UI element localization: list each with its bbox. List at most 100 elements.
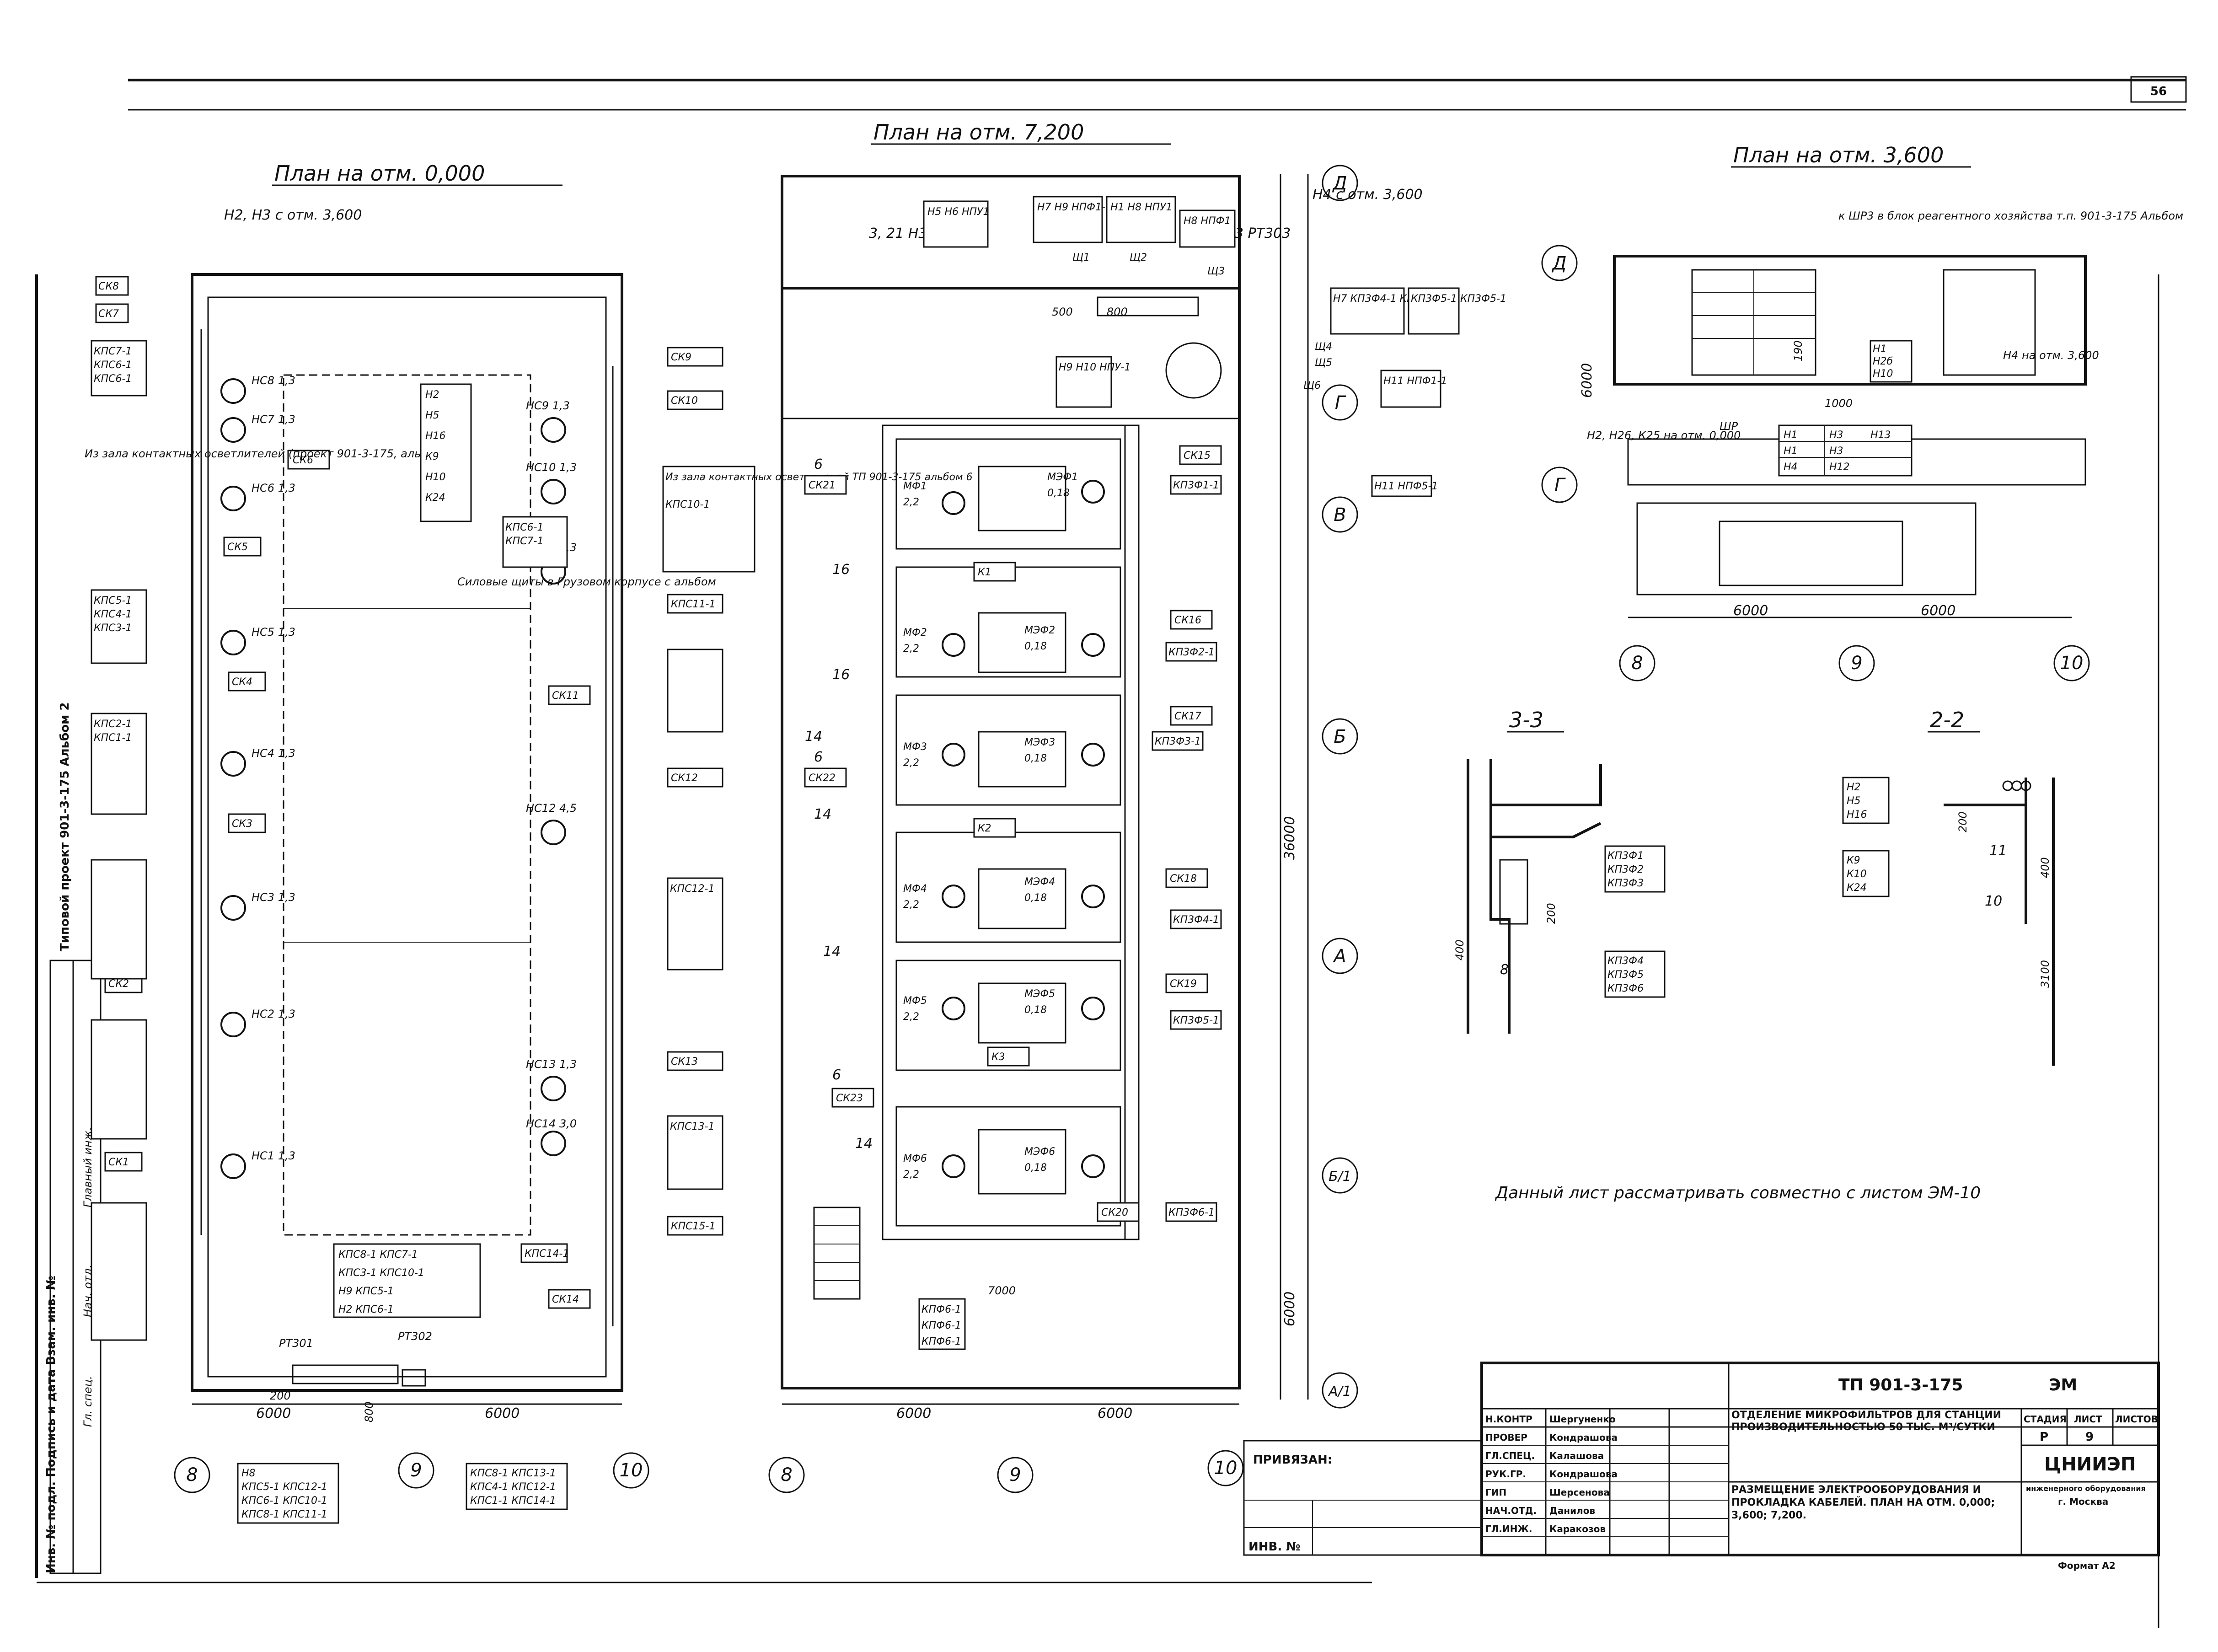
plan-7200-row-axes: Д Г В Б А Б/1 А/1: [1322, 165, 1358, 1409]
rt301-label: РТ301: [279, 1337, 313, 1350]
plan-3600-t3-2: Н3: [1829, 445, 1843, 457]
tag-ck3: СК3: [232, 818, 252, 830]
pump-motor-hc9: [541, 417, 566, 443]
plan-3600-dim-6000-v: 6000: [1579, 363, 1595, 398]
dim-6000-v: 6000: [1282, 1292, 1298, 1326]
row-axis-g: Г: [1335, 392, 1346, 413]
section-2-2-t2-3: К24: [1847, 882, 1867, 894]
title-block-sheet-title: Размещение электрооборудования и проклад…: [1731, 1484, 1995, 1521]
axis-9: [398, 1452, 434, 1489]
plan-3600-t2-3: Н13: [1870, 429, 1891, 441]
shield-1: Щ1: [1072, 252, 1090, 263]
section-3-3-cable-4: КП3Ф4: [1607, 955, 1644, 967]
shield-4: Щ4: [1315, 341, 1332, 353]
tb-role-6: НАЧ.ОТД.: [1485, 1505, 1537, 1516]
dim-7200-6000-a: 6000: [896, 1405, 931, 1421]
plan-7200: План на отм. 7,200 Н4 с отм. 3,600 3 РТ3…: [768, 120, 1506, 1493]
tb-org-sub: инженерного оборудования: [2026, 1484, 2146, 1493]
filter-2-motor: МФ2: [903, 627, 927, 638]
filter-4-drive-kw: 0,18: [1024, 892, 1047, 904]
sheet-number: 56: [2150, 85, 2167, 98]
row-axis-d: Д: [1332, 173, 1347, 194]
plan-3600-dim-6000-b: 6000: [1921, 603, 1955, 619]
dim-36000: 36000: [1282, 816, 1298, 860]
riser-2: Н5: [425, 410, 439, 421]
tb-name-1: Шергуненко: [1549, 1414, 1616, 1425]
tag-k1: К1: [978, 567, 991, 578]
plan-3600-shield: ШР: [1720, 420, 1738, 433]
row-axis-a: А: [1332, 946, 1346, 967]
plan-0000-motors-left: НС8 1,3 НС7 1,3 НС6 1,3 НС5 1,3 НС4 1,3 …: [220, 374, 295, 1179]
tag-k2: К2: [978, 823, 991, 834]
tag-kpc-c: КПС6-1: [94, 373, 132, 385]
filter-3-drive-kw: 0,18: [1024, 753, 1047, 764]
filter-1-drive: МЭФ1: [1047, 472, 1078, 483]
pump-label-hc1: НС1 1,3: [252, 1149, 295, 1162]
right-box-4: Н11 НПФ1-1: [1383, 375, 1447, 387]
filter-2-cable: КП3Ф2-1: [1168, 647, 1215, 658]
shield-3: Щ3: [1207, 266, 1225, 277]
plan-3600-t2-1: Н1: [1784, 429, 1798, 441]
filter-6-kw: 2,2: [903, 1169, 919, 1180]
riser-1: Н2: [425, 389, 439, 401]
tag-kpc-g: КПС2-1: [94, 719, 132, 730]
axis-8: [174, 1457, 210, 1493]
axis-8-label: 8: [186, 1464, 198, 1486]
privyazan-block: ПРИВЯЗАН: ИНВ. №: [1243, 1440, 1483, 1556]
top-box-1: Н5 Н6 НПУ1: [927, 206, 990, 218]
section-3-3-dim-200: 200: [1545, 903, 1558, 924]
filter-5-drive-kw: 0,18: [1024, 1004, 1047, 1016]
plan-3600-t1-1: Н1: [1873, 343, 1887, 355]
filter-5-cable: КП3Ф5-1: [1173, 1015, 1219, 1026]
cable-num-7: 14: [823, 944, 841, 960]
cable-num-9: 14: [855, 1136, 873, 1152]
bottom-table-1-row-4: КПС8-1 КПС11-1: [241, 1509, 327, 1520]
dim-200: 200: [270, 1389, 291, 1402]
filter-2-drive: МЭФ2: [1024, 625, 1055, 636]
pump-motor-hc12: [541, 820, 566, 845]
plan-3600-axis-9: 9: [1851, 653, 1862, 674]
top-box-3: Н1 Н8 НПУ1: [1110, 202, 1173, 213]
pump-label-hc13: НС13 1,3: [526, 1058, 577, 1071]
tag-kpc14: КПС14-1: [525, 1248, 569, 1260]
pump-label-hc8: НС8 1,3: [252, 374, 295, 387]
bottom-table-1-row-1: Н8: [241, 1468, 256, 1479]
dim-800: 800: [363, 1401, 375, 1422]
pump-label-hc2: НС2 1,3: [252, 1008, 295, 1020]
bottom-table-1-row-3: КПС6-1 КПС10-1: [241, 1495, 327, 1507]
tag-kpc11: КПС11-1: [671, 599, 715, 610]
shield-2: Щ2: [1130, 252, 1147, 263]
section-2-2-title: 2-2: [1930, 708, 1964, 732]
section-2-2-t2-2: К10: [1847, 869, 1867, 880]
plan-7200-building: [781, 175, 1241, 1389]
row-axis-b: Б: [1334, 726, 1346, 747]
plan-3600-dim-6000-a: 6000: [1733, 603, 1768, 619]
tag-ck4: СК4: [232, 676, 252, 688]
section-2-2-dim-200: 200: [1956, 811, 1969, 832]
plan-7200-note-h4: Н4 с отм. 3,600: [1313, 187, 1423, 203]
filter-1-kw: 2,2: [903, 497, 919, 508]
section-3-3-title: 3-3: [1509, 708, 1543, 732]
tb-role-3: ГЛ.СПЕЦ.: [1485, 1450, 1535, 1461]
filter-5-motor: МФ5: [903, 995, 927, 1007]
plan-3600-axis-d: Д: [1551, 253, 1566, 274]
dim-500: 500: [1052, 306, 1073, 318]
section-3-3-mark: 8: [1500, 962, 1509, 978]
filter-1-sk: СК15: [1184, 450, 1211, 461]
plan-7200-left-tags: 6 СК21 К1 16 16 14 6 СК22 К2 14 14 6 СК2…: [804, 456, 1030, 1152]
cable-num-6: 14: [814, 806, 831, 822]
filter-2-drive-kw: 0,18: [1024, 641, 1047, 652]
plan-7200-title: План на отм. 7,200: [873, 120, 1084, 145]
pump-motor-hc6: [220, 486, 246, 511]
tag-kpc12: КПС12-1: [670, 883, 714, 895]
filter-3-kw: 2,2: [903, 757, 919, 769]
bottom-table-2-row-1: КПС8-1 КПС13-1: [470, 1468, 556, 1479]
filter-4-cable: КП3Ф4-1: [1173, 914, 1219, 926]
tag-ck13: СК13: [671, 1056, 698, 1067]
tb-name-6: Данилов: [1549, 1505, 1595, 1516]
dim-7200-6000-b: 6000: [1098, 1405, 1132, 1421]
filter-4-kw: 2,2: [903, 899, 919, 911]
shield-6: Щ6: [1303, 380, 1321, 392]
